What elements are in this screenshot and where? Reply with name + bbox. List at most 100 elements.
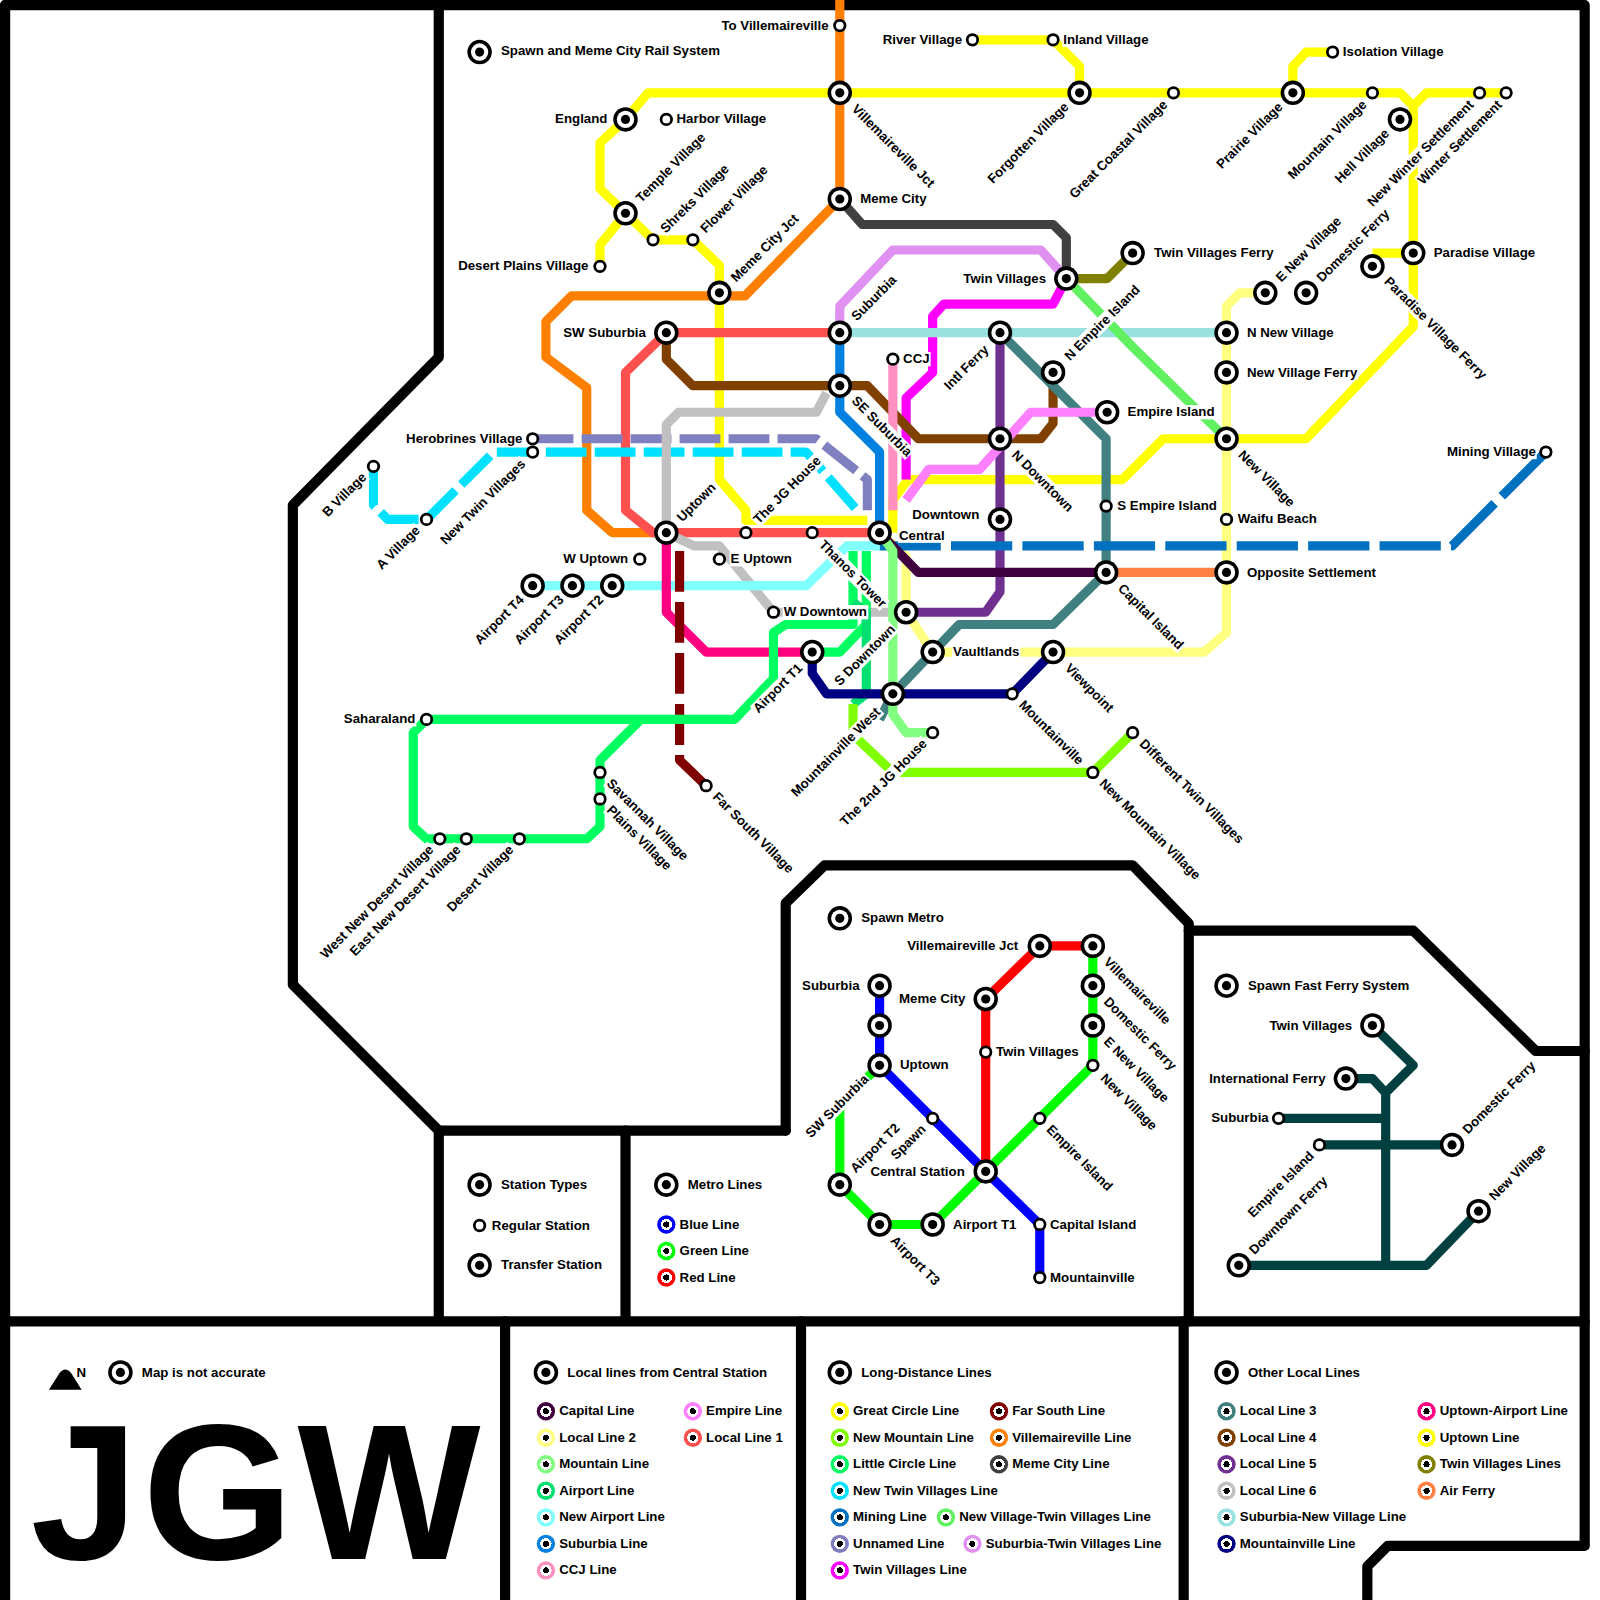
regular-station [1033, 1271, 1046, 1284]
station-label: A Village [373, 522, 424, 573]
suburbia-twin-villages-line [840, 250, 1067, 333]
heading-icon [828, 1360, 852, 1384]
panel-heading: Other Local Lines [1247, 1365, 1361, 1379]
legend-text: Empire Line [705, 1404, 783, 1418]
transfer-station [1401, 241, 1425, 265]
regular-station [699, 779, 712, 792]
legend-text: Local Line 5 [1239, 1457, 1318, 1471]
transfer-station [1214, 560, 1238, 584]
station-label: Uptown [899, 1058, 950, 1072]
empire-line [906, 412, 1107, 500]
regular-station [1099, 499, 1112, 512]
legend-swatch [963, 1535, 981, 1553]
station-label: Meme City [898, 992, 966, 1006]
legend-text: Twin Villages Lines [1439, 1457, 1562, 1471]
map-panel: Spawn Fast Ferry System [1194, 936, 1580, 1317]
legend-swatch [1417, 1455, 1435, 1473]
panel-heading: Station Types [500, 1178, 588, 1192]
legend-text: Uptown Line [1439, 1431, 1521, 1445]
legend-swatch [1417, 1482, 1435, 1500]
station-label: CCJ [902, 352, 931, 366]
heading-icon [534, 1360, 558, 1384]
station-label: Paradise Village [1433, 246, 1537, 260]
logo-text: JGW [31, 1395, 485, 1589]
station-label: Opposite Settlement [1246, 565, 1377, 579]
station-label: W Uptown [562, 552, 629, 566]
transfer-station [920, 640, 944, 664]
legend-text: Transfer Station [500, 1258, 603, 1272]
regular-station [1539, 445, 1552, 458]
far-south-line [680, 551, 707, 786]
transfer-station [1081, 934, 1105, 958]
regular-station [1326, 45, 1339, 58]
heading-icon [1214, 1360, 1238, 1384]
panel-border [439, 1126, 786, 1136]
legend-text: Local Line 1 [705, 1431, 784, 1445]
new-village-twin-villages-line [1066, 279, 1226, 439]
station-label: Villemaireville Jct [906, 939, 1019, 953]
transfer-station [1120, 241, 1144, 265]
transfer-station [867, 973, 891, 997]
panel-border [796, 1321, 806, 1600]
regular-station [739, 526, 752, 539]
regular-station [633, 553, 646, 566]
regular-station [713, 553, 726, 566]
regular-station [593, 792, 606, 805]
station-label: Twin Villages [962, 271, 1047, 285]
station-label: Paradise Village Ferry [1381, 274, 1490, 383]
transfer-station [828, 187, 852, 211]
station-label: W Downtown [783, 605, 868, 619]
transfer-station [867, 1212, 891, 1236]
transfer-station [1466, 1199, 1490, 1223]
regular-station [460, 832, 473, 845]
legend-text: Uptown-Airport Line [1439, 1404, 1569, 1418]
legend-swatch [990, 1429, 1008, 1447]
heading-icon [467, 1172, 491, 1196]
station-label: England [554, 112, 608, 126]
station-label: Central Station [869, 1164, 965, 1178]
north-label: N [76, 1365, 88, 1379]
legend-text: Suburbia-Twin Villages Line [985, 1537, 1163, 1551]
legend-swatch [937, 1508, 955, 1526]
regular-station [1499, 86, 1512, 99]
transfer-station [988, 427, 1012, 451]
legend-swatch [1217, 1402, 1235, 1420]
station-label: West New Desert Village [317, 842, 437, 962]
station-label: Airport T3 [887, 1233, 943, 1289]
station-label: Desert Plains Village [457, 259, 589, 273]
station-label: The 2nd JG House [837, 736, 931, 830]
legend-swatch [537, 1561, 555, 1579]
station-label: Saharaland [343, 712, 417, 726]
regular-station [420, 513, 433, 526]
regular-station [767, 606, 780, 619]
station-label: Airport T1 [952, 1217, 1017, 1231]
legend-text: Mining Line [852, 1510, 928, 1524]
panel-border [1179, 1321, 1189, 1600]
transfer-station [654, 320, 678, 344]
regular-station [686, 233, 699, 246]
station-label: Isolation Village [1342, 45, 1445, 59]
legend-text: Suburbia Line [558, 1537, 648, 1551]
great-circle-line [600, 93, 1413, 533]
transfer-station [1094, 560, 1118, 584]
transfer-station [1214, 360, 1238, 384]
legend-text: Local Line 2 [558, 1431, 637, 1445]
transfer-station [988, 507, 1012, 531]
legend-text: Blue Line [679, 1217, 741, 1231]
panel-heading: Metro Lines [687, 1178, 763, 1192]
heading-icon [1214, 973, 1238, 997]
panel-heading: Local lines from Central Station [566, 1365, 768, 1379]
legend-swatch [990, 1455, 1008, 1473]
regular-station [433, 832, 446, 845]
legend-text: Little Circle Line [852, 1457, 957, 1471]
legend-swatch [831, 1429, 849, 1447]
transfer-station [988, 320, 1012, 344]
transfer-station [867, 1013, 891, 1037]
regular-station [833, 19, 846, 32]
panel-border [0, 5, 10, 1600]
transfer-station [894, 600, 918, 624]
transfer-station [828, 1172, 852, 1196]
legend-text: Local Line 4 [1239, 1431, 1318, 1445]
regular-station [1167, 86, 1180, 99]
